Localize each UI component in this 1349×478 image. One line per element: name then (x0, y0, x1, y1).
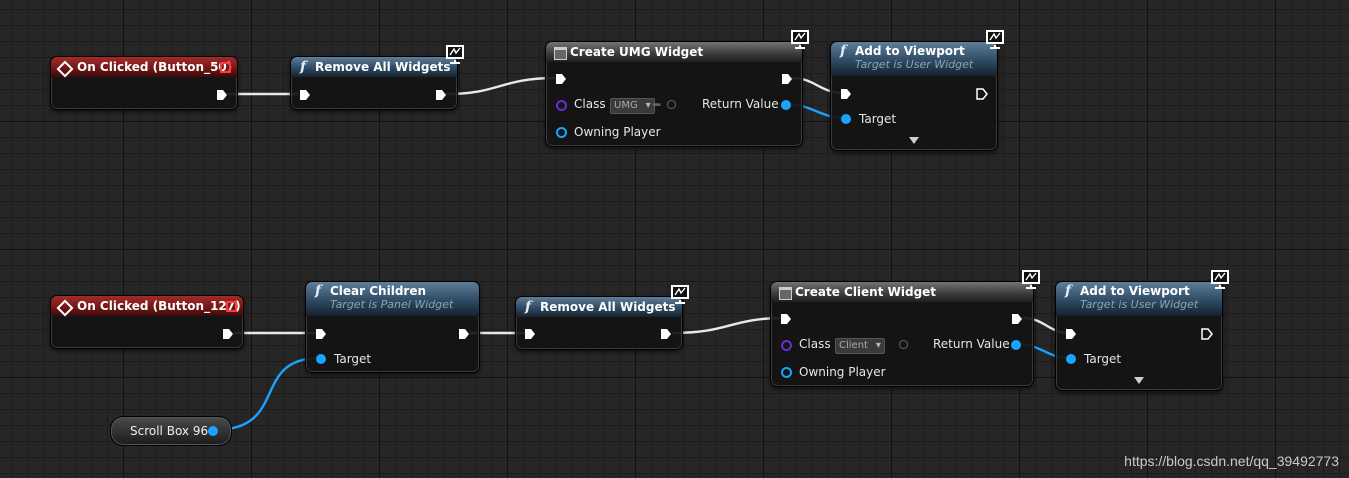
function-node-header: f Add to Viewport Target is User Widget (1056, 270, 1229, 316)
client-monitor-icon (791, 30, 809, 49)
class-label: Class (799, 337, 831, 351)
node-title: Create UMG Widget (570, 45, 704, 59)
clear-children-node[interactable]: f Clear Children Target is Panel Widget … (305, 281, 480, 373)
exec-in-pin[interactable] (555, 73, 567, 85)
client-monitor-icon (446, 45, 464, 64)
function-f-icon: f (315, 283, 322, 299)
search-icon[interactable] (667, 100, 676, 109)
exec-wire[interactable] (671, 316, 785, 335)
owning-player-label: Owning Player (799, 365, 886, 379)
return-value-label: Return Value (702, 97, 779, 111)
exec-out-pin[interactable] (1011, 313, 1023, 325)
search-icon[interactable] (899, 340, 908, 349)
function-f-icon: f (1065, 283, 1072, 299)
delegate-pin-icon[interactable] (220, 62, 231, 73)
watermark-text: https://blog.csdn.net/qq_39492773 (1124, 453, 1339, 469)
expand-arrow-icon[interactable] (909, 137, 919, 144)
remove-all-widgets-node[interactable]: f Remove All Widgets (290, 45, 464, 110)
create-client-widget-node[interactable]: Create Client Widget Class Client Return… (770, 270, 1040, 387)
scroll-box-variable-node[interactable]: Scroll Box 96 (110, 416, 232, 446)
node-title: Clear Children (330, 284, 427, 298)
event-node-title: On Clicked (Button_127) (77, 299, 241, 313)
return-value-pin[interactable] (781, 100, 791, 110)
remove-all-widgets-node[interactable]: f Remove All Widgets (515, 285, 689, 350)
add-to-viewport-node[interactable]: f Add to Viewport Target is User Widget … (830, 30, 1004, 151)
client-monitor-icon (1211, 270, 1229, 289)
exec-in-pin[interactable] (840, 88, 852, 100)
add-to-viewport-node[interactable]: f Add to Viewport Target is User Widget … (1055, 270, 1229, 391)
exec-in-pin[interactable] (780, 313, 792, 325)
owning-player-pin[interactable] (556, 127, 567, 138)
exec-out-pin[interactable] (458, 328, 470, 340)
exec-out-pin[interactable] (976, 88, 988, 100)
client-monitor-icon (986, 30, 1004, 49)
node-title: Add to Viewport (1080, 284, 1190, 298)
node-subtitle: Target is Panel Widget (330, 298, 454, 311)
function-f-icon: f (525, 299, 532, 315)
event-node-on-clicked-button-50[interactable]: On Clicked (Button_50) (50, 56, 238, 110)
exec-out-pin[interactable] (216, 89, 228, 101)
client-monitor-icon (671, 285, 689, 304)
exec-in-pin[interactable] (299, 89, 311, 101)
event-node-header: On Clicked (Button_127) (51, 296, 243, 317)
node-title: Create Client Widget (795, 285, 937, 299)
node-title: Remove All Widgets (540, 300, 676, 314)
function-f-icon: f (840, 43, 847, 59)
exec-out-pin[interactable] (781, 73, 793, 85)
variable-label: Scroll Box 96 (130, 424, 209, 438)
class-input-pin[interactable] (781, 340, 792, 351)
exec-out-pin[interactable] (1201, 328, 1213, 340)
target-label: Target (334, 352, 372, 366)
create-umg-widget-node[interactable]: Create UMG Widget Class UMG ⬅ Return Val… (545, 30, 809, 147)
class-dropdown[interactable]: UMG (610, 98, 655, 114)
function-node-header: f Add to Viewport Target is User Widget (831, 30, 1004, 76)
class-label: Class (574, 97, 606, 111)
target-label: Target (859, 112, 897, 126)
object-wire[interactable] (213, 356, 321, 432)
class-input-pin[interactable] (556, 100, 567, 111)
target-pin[interactable] (1066, 354, 1076, 364)
exec-in-pin[interactable] (315, 328, 327, 340)
node-title: Add to Viewport (855, 44, 965, 58)
event-node-title: On Clicked (Button_50) (77, 60, 233, 74)
function-node-header: f Remove All Widgets (516, 285, 689, 317)
exec-out-pin[interactable] (435, 89, 447, 101)
return-value-label: Return Value (933, 337, 1010, 351)
function-node-header: f Clear Children Target is Panel Widget (306, 282, 479, 316)
node-subtitle: Target is User Widget (1080, 298, 1199, 311)
event-node-header: On Clicked (Button_50) (51, 57, 237, 78)
event-node-on-clicked-button-127[interactable]: On Clicked (Button_127) (50, 295, 244, 349)
event-diamond-icon (56, 299, 74, 317)
create-node-header: Create Client Widget (771, 270, 1040, 302)
exec-out-pin[interactable] (660, 328, 672, 340)
exec-in-pin[interactable] (1065, 328, 1077, 340)
browse-back-icon[interactable]: ⬅ (652, 98, 662, 111)
target-label: Target (1084, 352, 1122, 366)
exec-in-pin[interactable] (524, 328, 536, 340)
function-node-header: f Remove All Widgets (291, 45, 464, 77)
target-pin[interactable] (841, 114, 851, 124)
class-dropdown[interactable]: Client (835, 338, 885, 354)
node-title: Remove All Widgets (315, 60, 451, 74)
node-subtitle: Target is User Widget (855, 58, 974, 71)
expand-arrow-icon[interactable] (1134, 377, 1144, 384)
exec-wire[interactable] (445, 76, 557, 96)
event-diamond-icon (56, 60, 74, 78)
client-monitor-icon (1022, 270, 1040, 289)
create-widget-icon (554, 47, 567, 60)
return-value-pin[interactable] (1011, 340, 1021, 350)
create-node-header: Create UMG Widget (546, 30, 809, 62)
delegate-pin-icon[interactable] (226, 301, 237, 312)
variable-output-pin[interactable] (208, 426, 218, 436)
target-pin[interactable] (316, 354, 326, 364)
owning-player-label: Owning Player (574, 125, 661, 139)
function-f-icon: f (300, 59, 307, 75)
exec-out-pin[interactable] (222, 328, 234, 340)
owning-player-pin[interactable] (781, 367, 792, 378)
create-widget-icon (779, 287, 792, 300)
